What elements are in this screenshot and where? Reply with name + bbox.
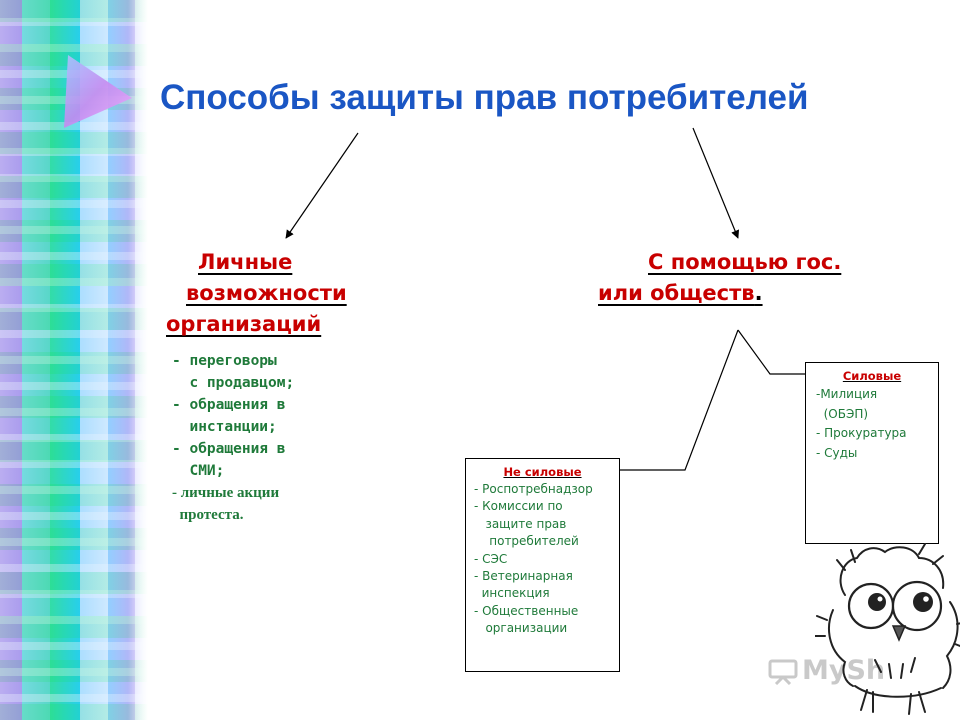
presentation-icon <box>768 659 798 685</box>
arrow-to-personal <box>285 132 359 239</box>
connector-to-nonforce-box <box>619 329 739 471</box>
state-heading: С помощью гос. или обществ. <box>598 247 841 309</box>
list-item: - Прокуратура <box>816 426 907 440</box>
page-title: Способы защиты прав потребителей <box>160 78 809 117</box>
list-item: инспекция <box>474 586 550 601</box>
state-heading-line-1: С помощью гос. <box>648 250 842 274</box>
list-item: - обращения в <box>172 441 286 457</box>
list-item: потребителей <box>474 534 579 549</box>
list-item: - Ветеринарная <box>474 569 573 584</box>
nonforce-box-title: Не силовые <box>503 465 582 479</box>
force-box-title: Силовые <box>842 369 902 383</box>
state-heading-line-2: или обществ. <box>598 281 763 305</box>
list-item: - переговоры <box>172 353 277 369</box>
list-item: (ОБЭП) <box>816 406 869 421</box>
force-agencies-box: Силовые -Милиция (ОБЭП) - Прокуратура - … <box>805 362 939 544</box>
owl-illustration <box>815 543 960 715</box>
personal-heading-line-1: Личные <box>198 250 293 274</box>
personal-methods-list: - переговоры с продавцом; - обращения в … <box>172 350 362 526</box>
personal-heading-line-3: организаций <box>166 312 322 336</box>
list-item: - личные акции <box>172 485 280 501</box>
list-item: протеста. <box>172 507 244 523</box>
list-item: - Роспотребнадзор <box>474 482 593 496</box>
list-item: - Комиссии по <box>474 499 563 514</box>
personal-heading-line-2: возможности <box>186 281 347 305</box>
list-item: защите прав <box>474 516 567 531</box>
list-item: организации <box>474 621 568 636</box>
arrow-to-state <box>692 127 740 239</box>
list-item: - СЭС <box>474 551 508 566</box>
list-item: инстанции; <box>172 419 277 435</box>
triangle-arrow-icon <box>64 55 132 128</box>
list-item: - Суды <box>816 445 858 460</box>
list-item: СМИ; <box>172 463 225 479</box>
force-agencies-list: -Милиция (ОБЭП) - Прокуратура - Суды <box>806 385 938 463</box>
personal-heading: Личные возможности организаций <box>166 247 347 340</box>
list-item: с продавцом; <box>172 375 295 391</box>
list-item: - обращения в <box>172 397 286 413</box>
nonforce-agencies-list: - Роспотребнадзор - Комиссии по защите п… <box>466 481 619 638</box>
list-item: - Общественные <box>474 603 579 618</box>
connector-to-force-box <box>737 329 805 375</box>
list-item: -Милиция <box>816 387 878 401</box>
decorative-side-strip <box>0 0 148 720</box>
nonforce-agencies-box: Не силовые - Роспотребнадзор - Комиссии … <box>465 458 620 672</box>
